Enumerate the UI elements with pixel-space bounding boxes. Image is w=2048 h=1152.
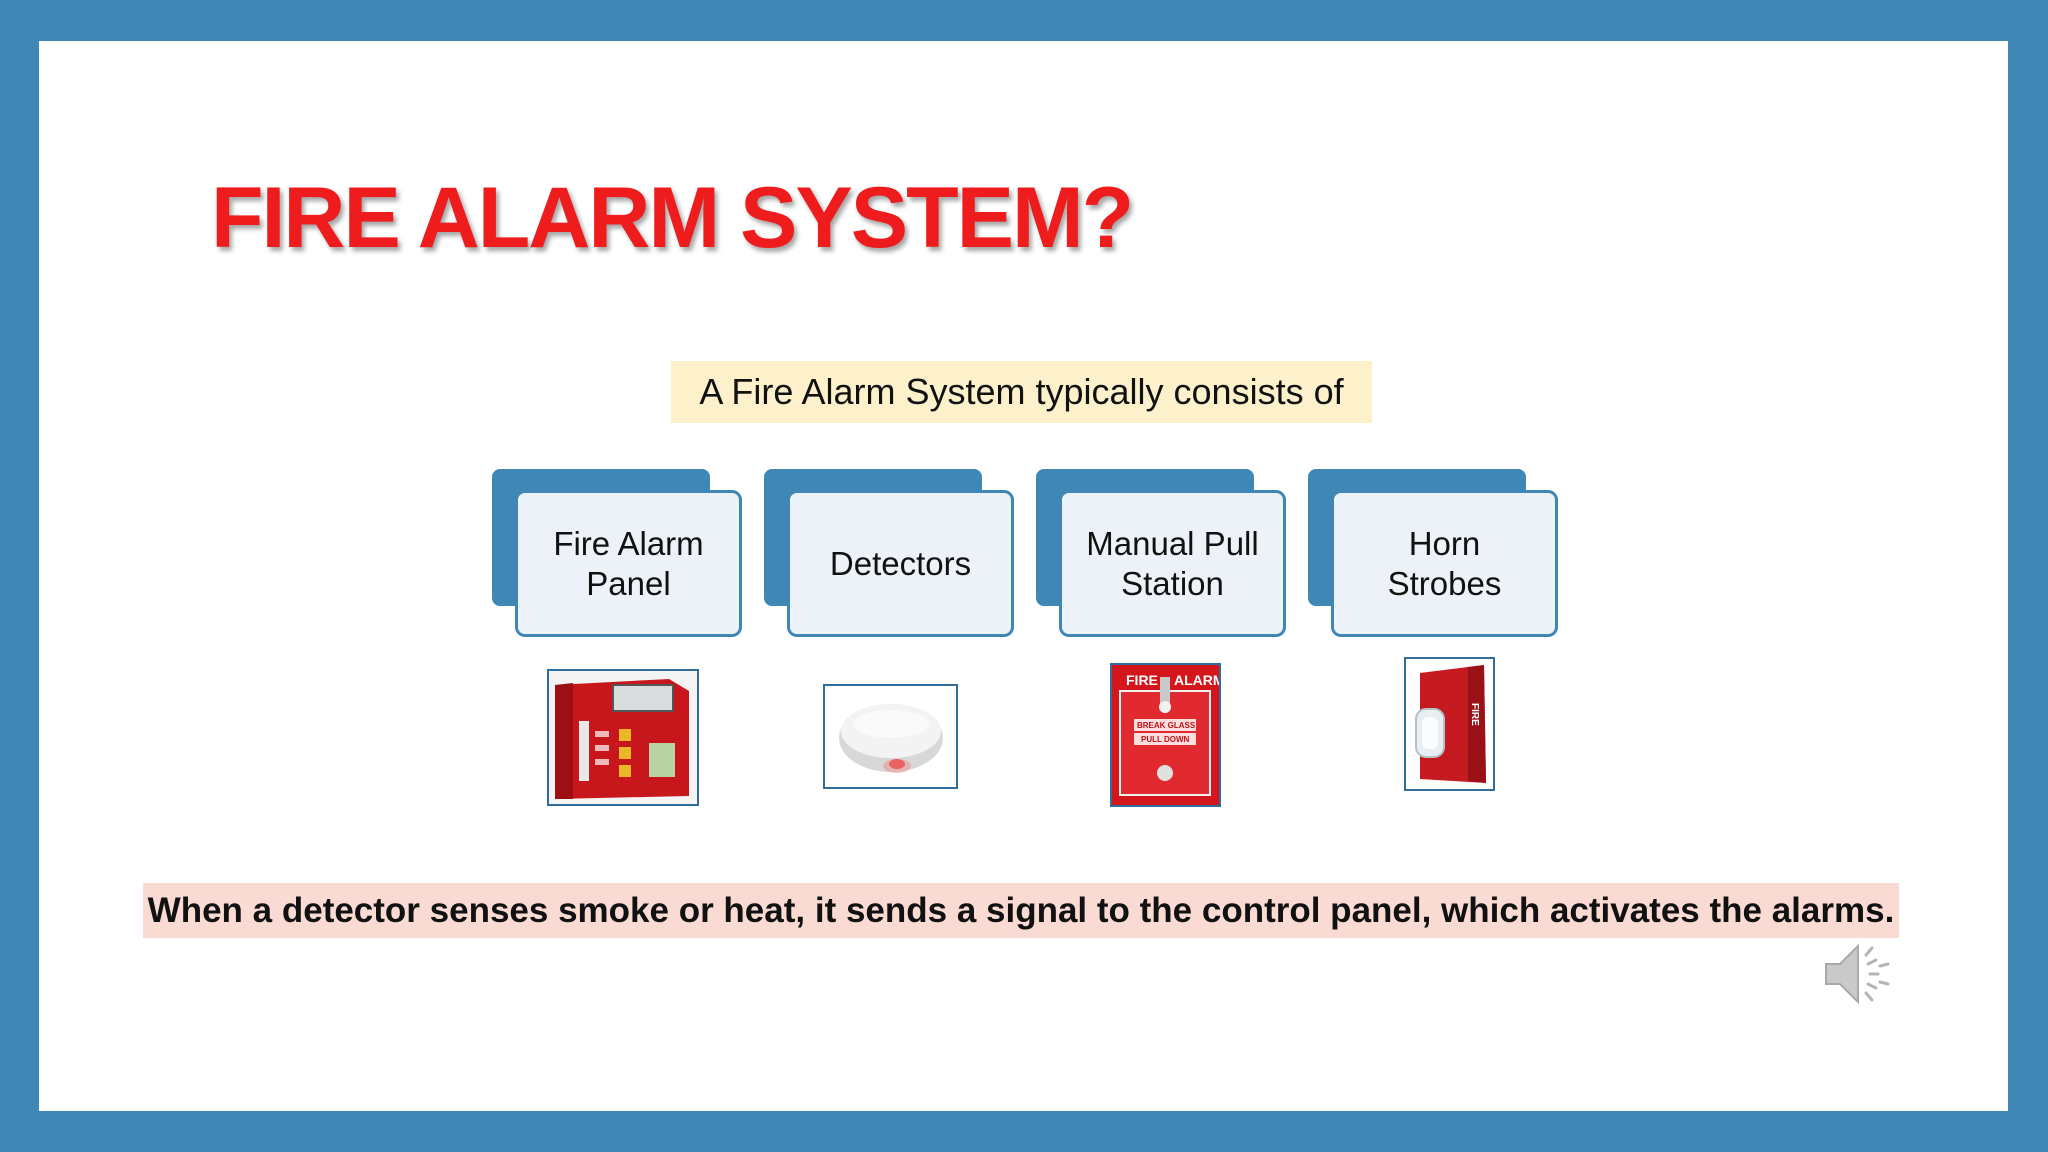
subtitle-text: A Fire Alarm System typically consists o… xyxy=(699,371,1344,412)
pull-station-label-pull-down: PULL DOWN xyxy=(1141,735,1190,744)
smoke-detector-image xyxy=(823,684,958,789)
horn-strobe-image: FIRE xyxy=(1404,657,1495,791)
component-card-fire-alarm-panel: Fire Alarm Panel xyxy=(492,469,742,639)
pull-station-label-fire: FIRE xyxy=(1126,672,1158,688)
slide-canvas: FIRE ALARM SYSTEM? A Fire Alarm System t… xyxy=(39,41,2008,1111)
pull-station-label-break-glass: BREAK GLASS xyxy=(1137,721,1196,730)
card-label: Detectors xyxy=(787,490,1014,637)
card-label: Horn Strobes xyxy=(1331,490,1558,637)
component-card-horn-strobes: Horn Strobes xyxy=(1308,469,1558,639)
subtitle-box: A Fire Alarm System typically consists o… xyxy=(671,361,1372,423)
card-label: Fire Alarm Panel xyxy=(515,490,742,637)
explanation-text: When a detector senses smoke or heat, it… xyxy=(147,890,1895,930)
component-card-manual-pull-station: Manual Pull Station xyxy=(1036,469,1286,639)
manual-pull-station-image: FIRE ALARM BREAK GLASS PULL DOWN xyxy=(1110,663,1221,807)
fire-alarm-panel-image xyxy=(547,669,699,806)
card-label: Manual Pull Station xyxy=(1059,490,1286,637)
slide-title: FIRE ALARM SYSTEM? xyxy=(211,170,1134,266)
strobe-fire-text: FIRE xyxy=(1469,703,1480,726)
speaker-icon[interactable] xyxy=(1818,934,1898,1014)
component-card-detectors: Detectors xyxy=(764,469,1014,639)
pull-station-label-alarm: ALARM xyxy=(1174,672,1219,688)
explanation-box: When a detector senses smoke or heat, it… xyxy=(143,883,1899,938)
